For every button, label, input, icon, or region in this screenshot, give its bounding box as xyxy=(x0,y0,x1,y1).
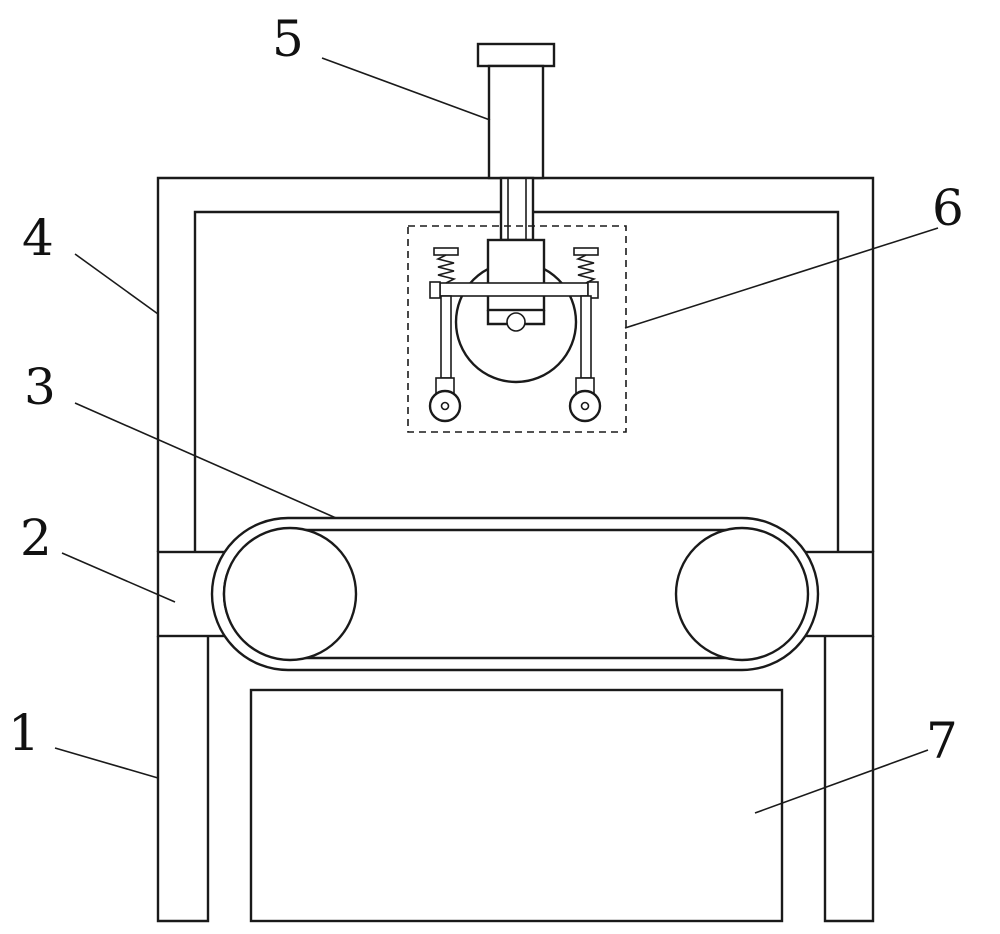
callout-3: 3 xyxy=(24,358,56,416)
right-leg xyxy=(823,636,875,923)
left-leg xyxy=(156,636,210,923)
callout-6: 6 xyxy=(932,179,964,237)
callout-1: 1 xyxy=(8,704,40,762)
left-roller xyxy=(222,526,358,662)
leader-lines xyxy=(54,57,939,814)
callout-2: 2 xyxy=(20,509,52,567)
callout-5: 5 xyxy=(272,10,304,68)
callout-7: 7 xyxy=(926,712,958,770)
right-spring xyxy=(568,247,602,423)
cylinder xyxy=(476,42,556,242)
right-roller xyxy=(674,526,810,662)
conveyor-belt xyxy=(210,516,820,672)
cutting-assembly xyxy=(407,225,627,433)
collection-box xyxy=(249,688,784,923)
left-spring xyxy=(428,247,462,423)
callout-4: 4 xyxy=(22,209,54,267)
